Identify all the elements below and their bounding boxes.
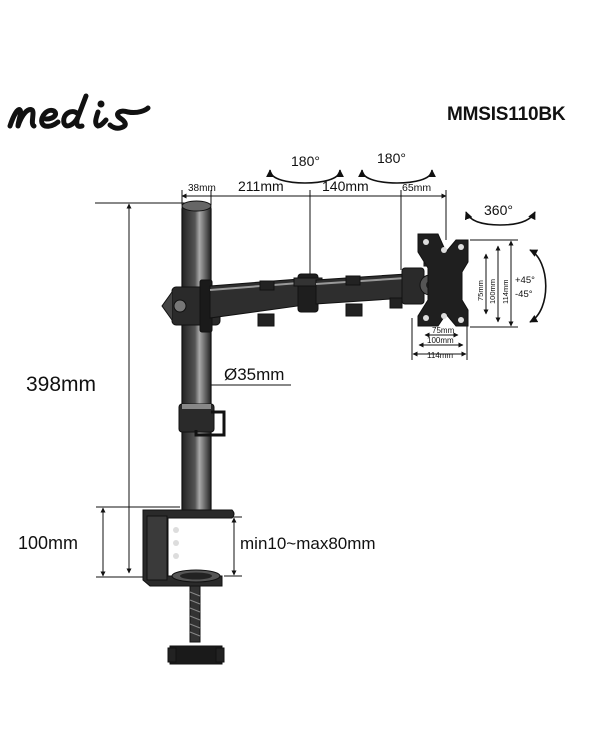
model-number: MMSIS110BK [447,104,566,125]
vesa-v-100-label: 100mm [488,279,497,304]
rotation-arrows [266,169,547,323]
tilt-up-label: +45° [515,275,535,286]
vesa-h-114-label: 114mm [427,351,453,360]
arm-2-label: 140mm [322,178,369,194]
clamp-screw [167,585,225,665]
middle-joint [293,273,323,313]
pole [181,202,212,516]
nedis-logo [7,93,151,131]
clamp-height-label: 100mm [18,533,78,553]
tilt-down-label: -45° [515,289,533,300]
rotation-1-label: 180° [291,153,320,169]
rotation-2-label: 180° [377,150,406,166]
pole-height-label: 398mm [26,373,96,396]
pole-diameter-label: Ø35mm [224,365,284,384]
desk-clamp [142,509,235,587]
pole-joint [161,279,221,333]
clamp-range-label: min10~max80mm [240,534,376,553]
top-left-label: 38mm [188,183,216,194]
vesa-v-114-label: 114mm [501,280,510,304]
arm-1-label: 211mm [238,178,284,194]
vesa-v-75-label: 75mm [476,280,485,301]
arm-3-label: 65mm [402,182,431,194]
vesa-plate [417,233,469,327]
rotation-3-label: 360° [484,202,513,218]
vesa-h-100-label: 100mm [427,336,454,345]
arm-segment-2 [315,273,407,317]
vesa-h-75-label: 75mm [432,326,455,335]
